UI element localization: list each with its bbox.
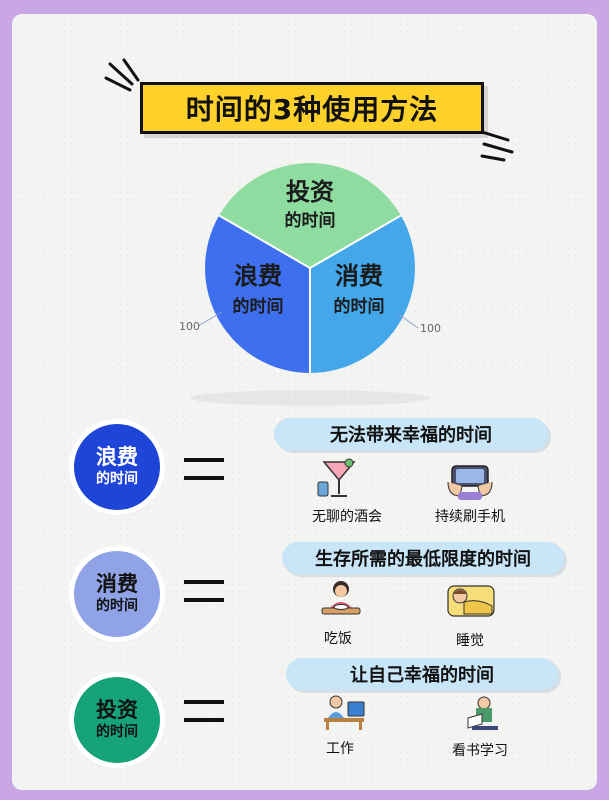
equals-sign-1 [184, 458, 224, 480]
circle-consume: 消费 的时间 [74, 551, 160, 637]
page-title: 时间的3种使用方法 [185, 93, 439, 126]
pill-invest-text: 让自己幸福的时间 [350, 665, 494, 686]
circle-invest: 投资 的时间 [74, 677, 160, 763]
equals-sign-2 [184, 580, 224, 602]
circle-consume-subtitle: 的时间 [96, 598, 138, 614]
pie-label-consume: 消费 [335, 262, 383, 290]
equals-sign-3 [184, 700, 224, 722]
circle-invest-title: 投资 [96, 698, 138, 722]
circle-waste-title: 浪费 [96, 445, 138, 469]
pie-slice-invest [219, 163, 401, 268]
leader-line-left [197, 311, 223, 327]
title-burst-left-icon [104, 58, 140, 92]
item-reading-study: 看书学习 [452, 743, 508, 759]
item-boring-party: 无聊的酒会 [312, 509, 382, 525]
item-eating: 吃饭 [324, 631, 352, 647]
phone-hands-icon [447, 465, 493, 500]
circle-waste-subtitle: 的时间 [96, 471, 138, 487]
pie-label-invest: 投资 [286, 178, 334, 206]
circle-invest-subtitle: 的时间 [96, 724, 138, 740]
pie-sublabel-consume: 的时间 [334, 296, 385, 317]
leader-value-left: 100 [179, 320, 200, 333]
pill-invest: 让自己幸福的时间 [286, 658, 558, 690]
pill-waste: 无法带来幸福的时间 [274, 418, 548, 450]
sleeping-person-icon [447, 585, 495, 617]
item-keep-scrolling-phone: 持续刷手机 [435, 509, 505, 525]
pie-label-waste: 浪费 [234, 262, 282, 290]
reading-person-icon [467, 696, 498, 730]
title-burst-right-icon [480, 130, 514, 162]
title-banner: 时间的3种使用方法 [140, 82, 484, 134]
cocktail-icon [317, 458, 356, 497]
circle-consume-title: 消费 [96, 572, 138, 596]
leader-value-right: 100 [420, 322, 441, 335]
pie-sublabel-invest: 的时间 [285, 210, 336, 231]
pie-shadow [190, 390, 430, 406]
pie-slice-consume [310, 215, 415, 373]
circle-waste: 浪费 的时间 [74, 424, 160, 510]
leader-line-right [397, 313, 419, 329]
paper-background [12, 14, 597, 790]
pie-slice-waste [205, 215, 310, 373]
pill-consume: 生存所需的最低限度的时间 [282, 542, 564, 574]
pie-diagram: 投资 的时间 浪费 的时间 消费 的时间 100 100 [179, 163, 441, 406]
pill-consume-text: 生存所需的最低限度的时间 [315, 549, 531, 570]
item-sleeping: 睡觉 [456, 633, 484, 649]
item-working: 工作 [326, 741, 354, 757]
pill-waste-text: 无法带来幸福的时间 [330, 425, 492, 446]
working-person-icon [324, 695, 365, 730]
eating-person-icon [321, 581, 361, 615]
pie-sublabel-waste: 的时间 [233, 296, 284, 317]
